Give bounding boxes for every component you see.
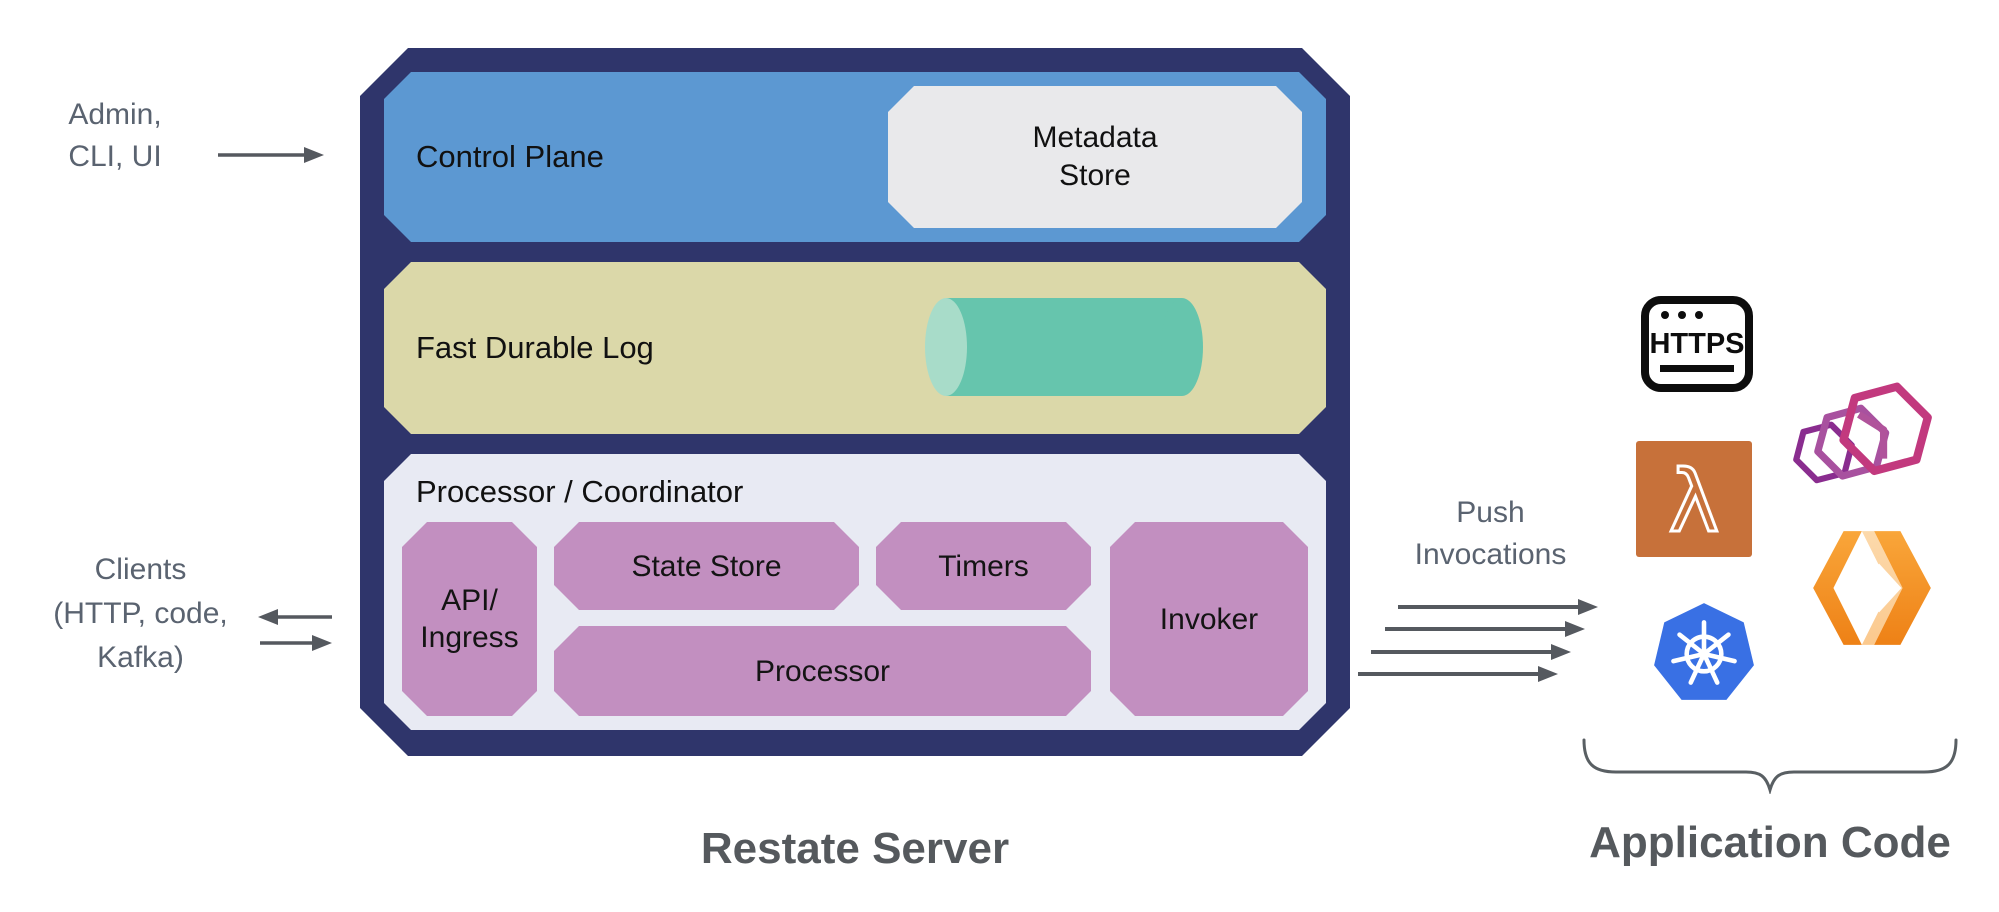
api-ingress-box: API/ Ingress — [402, 522, 537, 716]
push-label-line1: Push — [1456, 496, 1525, 529]
restate-server-caption: Restate Server — [700, 824, 1010, 873]
restate-server-container: Control Plane Metadata Store Fast Durabl… — [360, 48, 1350, 756]
fast-durable-log-band: Fast Durable Log — [384, 262, 1326, 434]
push-arrows-icon — [1358, 599, 1598, 682]
clients-label-line1: Clients — [94, 553, 187, 586]
clients-label: Clients (HTTP, code, Kafka) — [8, 548, 273, 680]
kubernetes-icon — [1654, 603, 1754, 700]
container-hexagons-icon — [1793, 382, 1932, 484]
fast-durable-log-label: Fast Durable Log — [416, 330, 654, 365]
state-store-box: State Store — [554, 522, 859, 610]
https-icon-text: HTTPS — [1649, 328, 1745, 360]
metadata-store-line2: Store — [1059, 159, 1131, 192]
log-cylinder-icon — [924, 296, 1224, 400]
admin-label-line2: CLI, UI — [68, 140, 162, 173]
api-ingress-line1: API/ — [441, 584, 498, 617]
svg-text:λ: λ — [1669, 452, 1720, 552]
api-ingress-line2: Ingress — [420, 621, 519, 654]
control-plane-label: Control Plane — [416, 139, 604, 174]
metadata-store-box: Metadata Store — [888, 86, 1302, 228]
admin-label-line1: Admin, — [68, 98, 162, 131]
clients-label-line3: Kafka) — [97, 641, 184, 674]
cloudflare-workers-icon — [1813, 531, 1931, 645]
https-underline — [1660, 365, 1734, 372]
https-browser-icon: HTTPS — [1641, 296, 1753, 392]
push-invocations-label: Push Invocations — [1378, 492, 1603, 576]
admin-cli-ui-label: Admin, CLI, UI — [20, 94, 210, 178]
push-label-line2: Invocations — [1414, 538, 1567, 571]
browser-dots-icon — [1661, 311, 1703, 319]
metadata-store-line1: Metadata — [1032, 121, 1158, 154]
lambda-icon: λ — [1636, 441, 1752, 557]
application-brace-icon — [1582, 738, 1958, 794]
processor-box: Processor — [554, 626, 1091, 716]
clients-bidirectional-arrows-icon — [258, 609, 332, 651]
clients-label-line2: (HTTP, code, — [53, 597, 228, 630]
invoker-box: Invoker — [1110, 522, 1308, 716]
processor-coordinator-label: Processor / Coordinator — [416, 474, 744, 509]
application-code-caption: Application Code — [1589, 818, 1951, 867]
timers-box: Timers — [876, 522, 1091, 610]
processor-coordinator-band: Processor / Coordinator API/ Ingress Sta… — [384, 454, 1326, 730]
control-plane-band: Control Plane Metadata Store — [384, 72, 1326, 242]
admin-arrow-icon — [218, 147, 324, 163]
